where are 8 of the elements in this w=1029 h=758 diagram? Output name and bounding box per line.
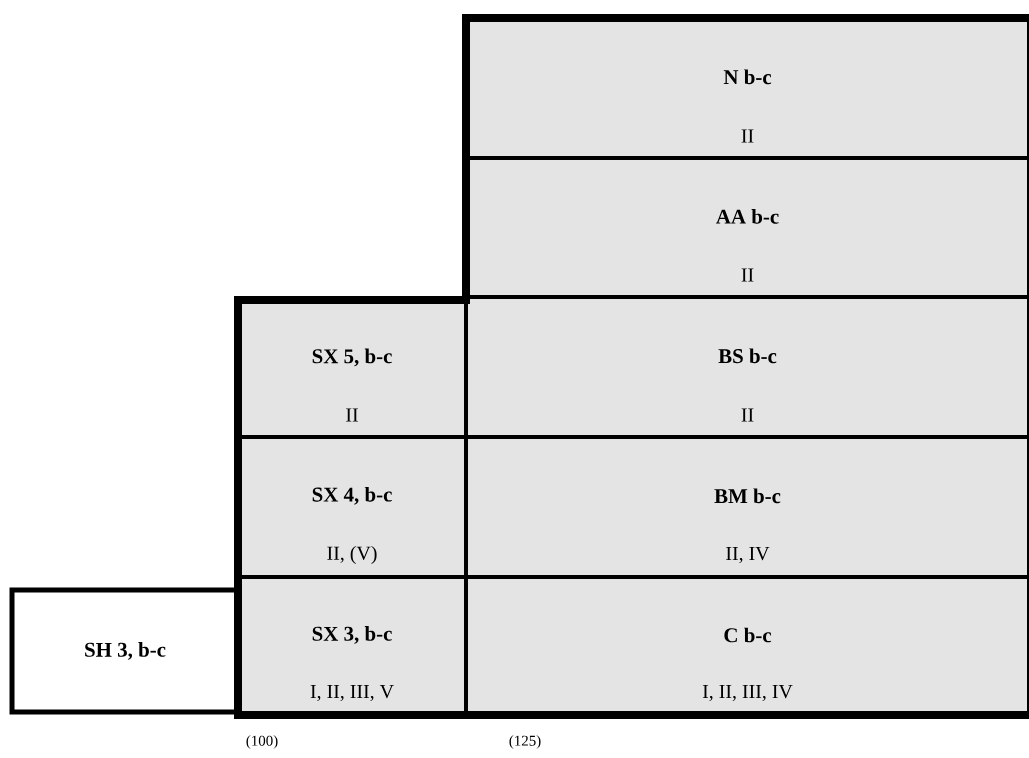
cell: SX 3, b-c I, II, III, V	[236, 575, 468, 717]
scale-value: (100)	[246, 735, 278, 749]
scale-value: (125)	[509, 735, 541, 749]
cell: N b-c II	[464, 16, 1029, 160]
cell: SX 4, b-c II, (V)	[236, 435, 468, 579]
cell: AA b-c II	[464, 156, 1029, 299]
cell: SH 3, b-c	[9, 587, 241, 715]
cell: SX 5, b-c II	[236, 298, 468, 439]
